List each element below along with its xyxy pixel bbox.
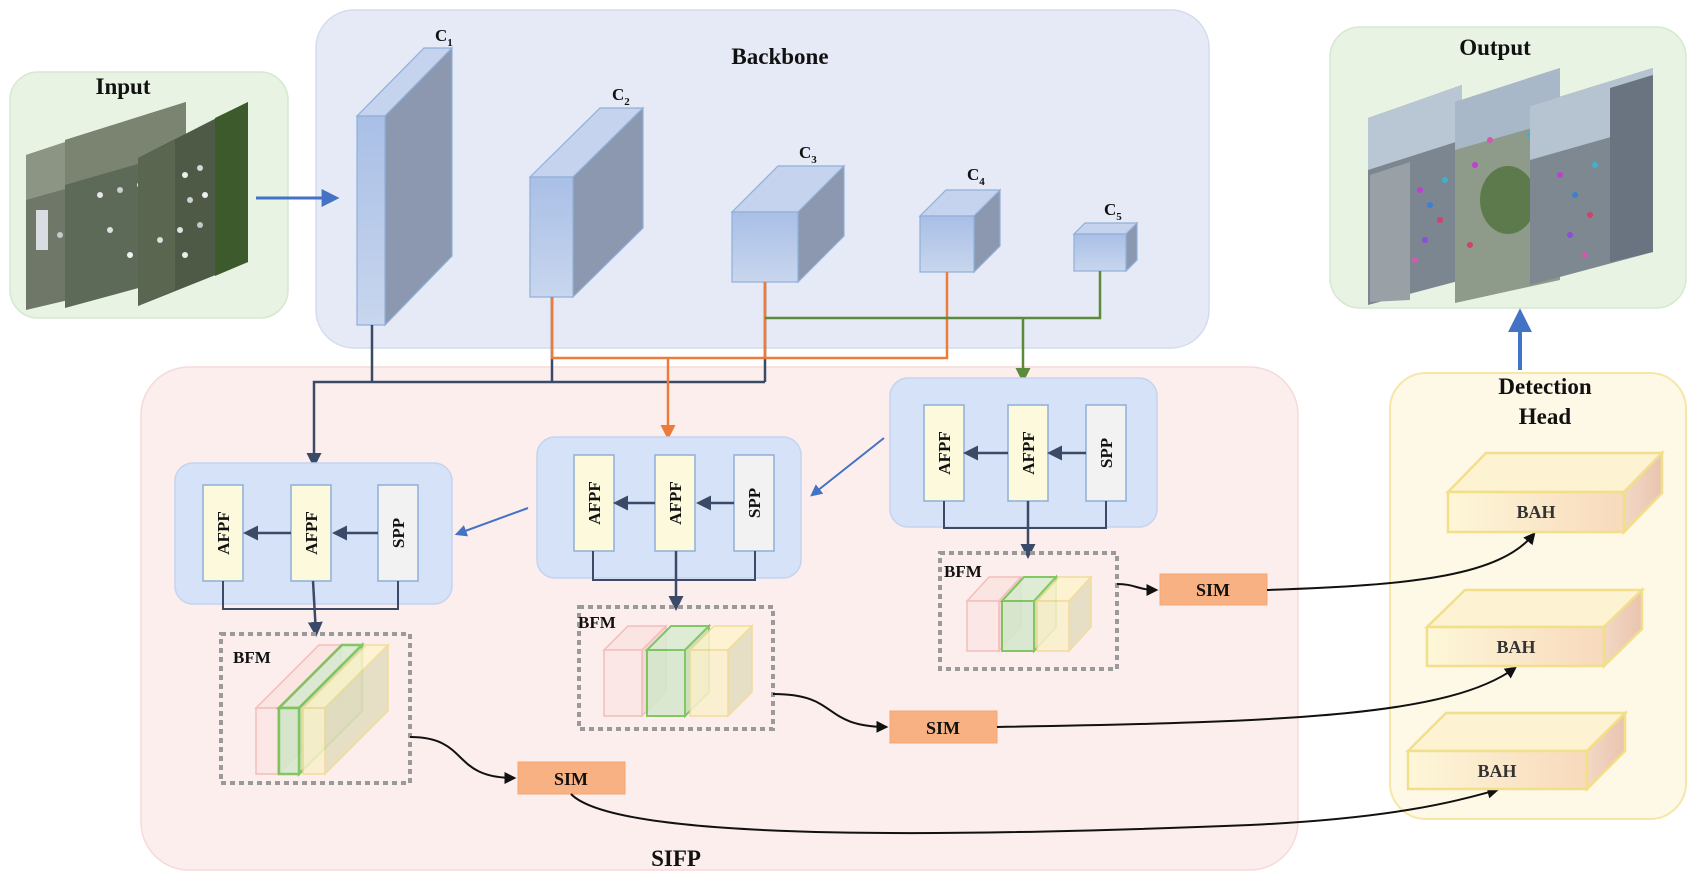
svg-text:SIM: SIM [926, 718, 960, 738]
right-to-middle-arrow [810, 437, 885, 497]
svg-text:SIM: SIM [554, 769, 588, 789]
output-title: Output [1459, 35, 1531, 60]
sim-block-right: SIM [1159, 573, 1268, 606]
sim-block-left: SIM [517, 761, 626, 795]
green-connector [765, 271, 1102, 320]
orange-connector [550, 272, 949, 360]
spp-block: SPP [377, 484, 419, 582]
bah-block-middle: BAH [1423, 587, 1646, 669]
group-collector [222, 581, 399, 610]
svg-text:SPP: SPP [745, 488, 764, 518]
stage-label-c2: C2 [612, 85, 630, 108]
bfm-label: BFM [233, 648, 271, 667]
svg-text:BAH: BAH [1477, 761, 1516, 781]
dark-connector-to-left-group [306, 380, 765, 468]
bfm-to-sim-arrow [1116, 583, 1159, 596]
afpf-block: AFPF [923, 404, 965, 502]
backbone-stage-c2 [528, 106, 645, 299]
bfm-box-right [938, 551, 1119, 671]
afpf-block: AFPF [654, 454, 696, 552]
bah-block-bottom: BAH [1404, 709, 1629, 793]
input-title: Input [96, 74, 151, 99]
group-collector [943, 501, 1107, 529]
svg-text:AFPF: AFPF [302, 511, 321, 554]
sim-to-bah-arrow [1266, 532, 1536, 591]
afpf-block: AFPF [573, 454, 615, 552]
output-image-right [1530, 68, 1653, 285]
afpf-block: AFPF [290, 484, 332, 582]
sim-to-bah-arrow [570, 786, 1500, 835]
bfm-label: BFM [578, 613, 616, 632]
backbone-title: Backbone [731, 44, 828, 69]
svg-text:AFPF: AFPF [585, 481, 604, 524]
group-collector [592, 551, 756, 581]
afpf-block: AFPF [1007, 404, 1049, 502]
stage-label-c5: C5 [1104, 200, 1122, 223]
detection-head-title-line2: Head [1519, 404, 1572, 429]
svg-text:AFPF: AFPF [1019, 431, 1038, 474]
sim-block-middle: SIM [889, 710, 998, 744]
bfm-box-middle [577, 605, 775, 731]
output-image-left [1368, 85, 1462, 305]
svg-text:AFPF: AFPF [935, 431, 954, 474]
stage-label-c3: C3 [799, 143, 817, 166]
bfm-slice-yellow [688, 624, 754, 718]
bfm-slice-yellow [1035, 575, 1093, 653]
svg-text:BAH: BAH [1496, 637, 1535, 657]
bfm-slice-yellow [301, 643, 390, 776]
svg-text:BAH: BAH [1516, 502, 1555, 522]
bfm-box-left [219, 632, 412, 785]
spp-block: SPP [1085, 404, 1127, 502]
sifp-title: SIFP [651, 846, 701, 871]
stage-label-c1: C1 [435, 26, 453, 49]
backbone-stage-c5 [1072, 221, 1139, 273]
detection-head-title-line1: Detection [1498, 374, 1591, 399]
svg-text:SIM: SIM [1196, 580, 1230, 600]
collector-to-bfm-arrow [307, 580, 323, 637]
svg-text:SPP: SPP [389, 518, 408, 548]
bah-block-top: BAH [1445, 449, 1665, 536]
backbone-stage-c4 [918, 188, 1002, 274]
bfm-to-sim-arrow [772, 693, 889, 733]
svg-text:AFPF: AFPF [214, 511, 233, 554]
input-image-front [138, 102, 248, 306]
bfm-to-sim-arrow [409, 736, 517, 784]
afpf-block: AFPF [202, 484, 244, 582]
stage-label-c4: C4 [967, 165, 985, 188]
svg-text:AFPF: AFPF [666, 481, 685, 524]
spp-block: SPP [733, 454, 775, 552]
svg-text:SPP: SPP [1097, 438, 1116, 468]
middle-to-left-arrow [454, 507, 529, 537]
backbone-stage-c3 [730, 164, 846, 284]
backbone-stage-c1 [355, 46, 454, 327]
bfm-label: BFM [944, 562, 982, 581]
sim-to-bah-arrow [996, 666, 1517, 728]
